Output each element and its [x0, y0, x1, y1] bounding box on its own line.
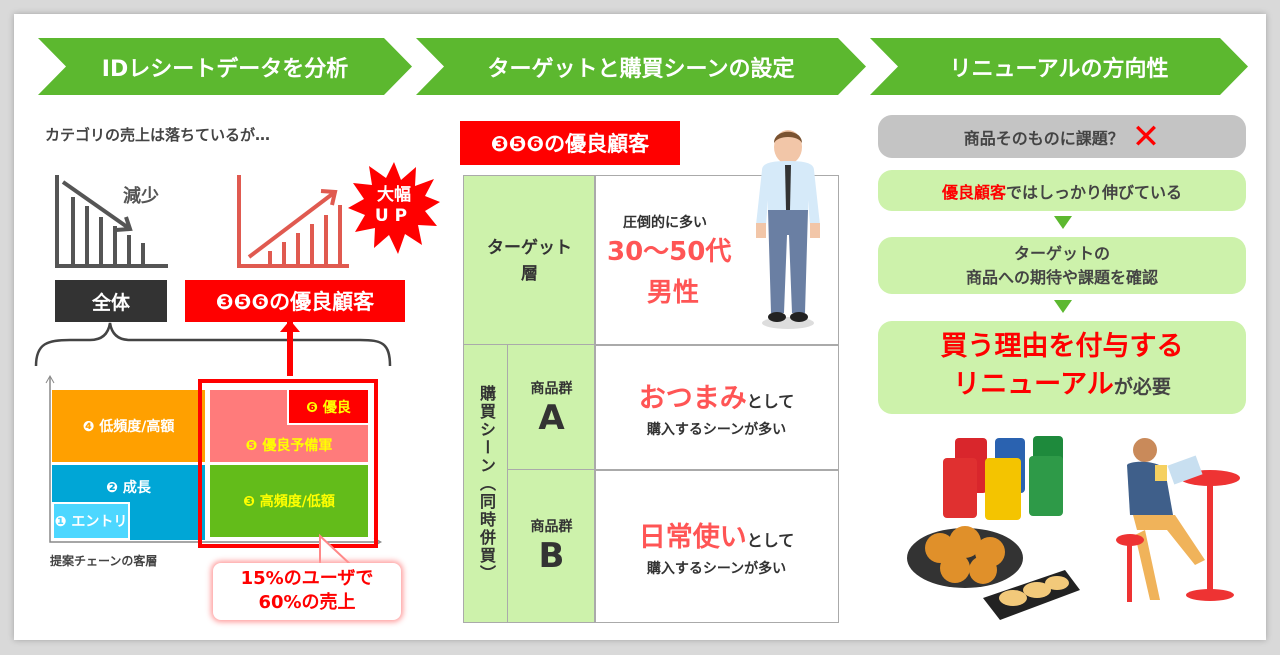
burst-line-1: 大幅: [377, 185, 411, 205]
segment-6-premium: ❻ 優良: [287, 390, 368, 425]
premium-customers-badge: ❸❺❻の優良顧客: [460, 121, 680, 165]
man-at-table-icon: [1116, 438, 1240, 602]
step-renewal-needed: 買う理由を付与する リニューアルが必要: [878, 321, 1246, 414]
axis-label: 提案チェーンの客層: [50, 554, 158, 568]
step-3-banner: リニューアルの方向性: [870, 38, 1248, 95]
segment-3-high-freq-low-value: ❸ 高頻度/低額: [210, 465, 368, 537]
step1-rest: ではしっかり伸びている: [1006, 182, 1183, 202]
callout-line-1: 15%のユーザで: [240, 568, 374, 589]
group-b-label: 商品群: [530, 519, 573, 535]
step-premium-growing: 優良顧客ではしっかり伸びている: [878, 170, 1246, 211]
segment-1-entry: ❶ エントリ: [52, 502, 130, 540]
target-header-cell: ターゲット層: [463, 175, 596, 346]
group-a-scene-cell: おつまみとして 購入するシーンが多い: [594, 344, 839, 471]
group-a-highlight: おつまみ: [638, 383, 747, 414]
step3-rest: が必要: [1113, 376, 1171, 398]
group-b-scene-cell: 日常使いとして 購入するシーンが多い: [594, 469, 839, 623]
down-arrow-icon: [1054, 300, 1072, 313]
premium-customers-label: ❸❺❻の優良顧客: [185, 280, 405, 322]
question-text: 商品そのものに課題？: [963, 128, 1124, 148]
step3-line1: 買う理由を付与する: [940, 331, 1184, 362]
group-a-cell: 商品群 A: [507, 344, 596, 471]
decrease-chart-icon: [55, 175, 168, 268]
segment-4-low-freq-high-value: ❹ 低頻度/高額: [52, 390, 205, 462]
businessman-illustration: [756, 130, 820, 329]
step-2-banner: ターゲットと購買シーンの設定: [416, 38, 866, 95]
step-confirm-expectations: ターゲットの 商品への期待や課題を確認: [878, 237, 1246, 294]
group-a-line2: 購入するシーンが多い: [646, 422, 787, 438]
group-b-letter: B: [538, 536, 565, 576]
group-b-highlight: 日常使い: [638, 521, 747, 553]
group-b-suffix: として: [746, 530, 795, 550]
target-gender: 男性: [647, 278, 700, 308]
decrease-label: 減少: [123, 186, 159, 207]
premium-highlight-frame: [198, 379, 378, 548]
step3-red: リニューアル: [953, 369, 1114, 400]
step2-line1: ターゲットの: [1013, 243, 1110, 263]
group-a-label: 商品群: [530, 380, 573, 397]
group-b-cell: 商品群 B: [507, 469, 596, 623]
scene-header-cell: 購買シーン（同時併買）: [463, 344, 509, 623]
group-a-suffix: として: [746, 392, 795, 411]
burst-line-2: UP: [374, 206, 414, 226]
left-subtitle: カテゴリの売上は落ちているが…: [45, 126, 271, 144]
target-age: 30〜50代: [607, 237, 732, 267]
callout-line-2: 60%の売上: [258, 592, 356, 613]
beer-cans-icon: [943, 436, 1063, 520]
target-value-cell: 圧倒的に多い 30〜50代 男性: [594, 175, 839, 346]
step1-red: 優良顧客: [941, 182, 1006, 202]
cross-icon: ✕: [1131, 116, 1161, 157]
step-1-banner: IDレシートデータを分析: [38, 38, 412, 95]
big-up-starburst: [348, 162, 440, 254]
product-issue-question: 商品そのものに課題？ ✕: [878, 115, 1246, 158]
sales-share-callout: 15%のユーザで 60%の売上: [213, 563, 401, 620]
grouping-brace: [34, 320, 392, 376]
group-b-line2: 購入するシーンが多い: [646, 560, 787, 577]
group-a-letter: A: [538, 397, 565, 438]
down-arrow-icon: [1054, 216, 1072, 229]
step2-line2: 商品への期待や課題を確認: [965, 267, 1158, 287]
overall-label: 全体: [55, 280, 167, 322]
increase-chart-icon: [237, 175, 349, 268]
beer-snacks-man-illustration: [907, 436, 1240, 620]
target-pretext: 圧倒的に多い: [623, 215, 707, 231]
